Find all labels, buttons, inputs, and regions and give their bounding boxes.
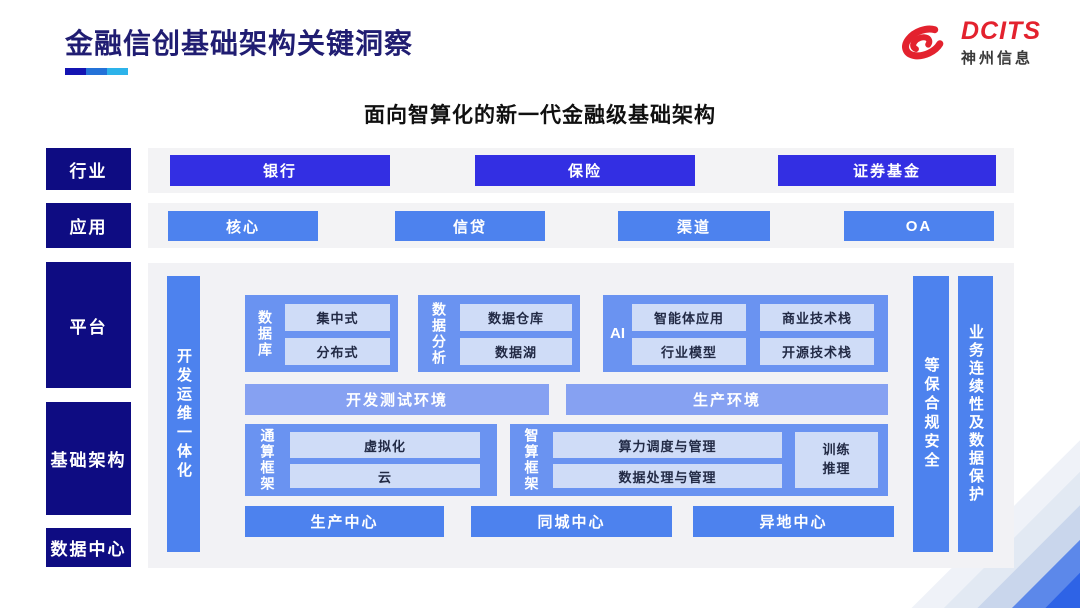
accent-segment-dark	[65, 68, 86, 75]
diagram-title: 面向智算化的新一代金融级基础架构	[364, 104, 716, 127]
center-same-city: 同城中心	[471, 506, 672, 537]
ai-item-industry-model: 行业模型	[632, 338, 746, 365]
database-item-centralized: 集中式	[285, 304, 390, 331]
page-title: 金融信创基础架构关键洞察	[65, 28, 414, 59]
layer-industry: 行业	[46, 148, 131, 190]
layer-platform: 平台	[46, 262, 131, 388]
security-bar-label: 等保合规安全	[922, 357, 940, 471]
layer-application: 应用	[46, 203, 131, 248]
accent-segment-light	[107, 68, 128, 75]
analytics-group: 数据分析 数据仓库 数据湖	[418, 295, 580, 372]
logo-text: DCITS 神州信息	[961, 16, 1041, 68]
devops-bar: 开发运维一体化	[167, 276, 200, 552]
layer-infrastructure: 基础架构	[46, 402, 131, 515]
dcits-logo: DCITS 神州信息	[893, 18, 1041, 68]
database-group: 数据库 集中式 分布式	[245, 295, 398, 372]
logo-brand: DCITS	[961, 16, 1041, 45]
intelligent-framework-label: 智算框架	[523, 428, 540, 492]
title-accent-bar	[65, 68, 128, 75]
intelligent-item-train-inference: 训练 推理	[795, 432, 878, 488]
ai-item-opensource-stack: 开源技术栈	[760, 338, 874, 365]
analytics-item-warehouse: 数据仓库	[460, 304, 572, 331]
industry-item-bank: 银行	[170, 155, 390, 186]
industry-row: 银行 保险 证券基金	[148, 148, 1014, 193]
center-remote: 异地中心	[693, 506, 894, 537]
inference-line: 推理	[822, 461, 851, 476]
application-item-core: 核心	[168, 211, 318, 241]
env-dev-test: 开发测试环境	[245, 384, 549, 415]
database-group-label: 数据库	[257, 309, 273, 358]
analytics-group-label: 数据分析	[431, 301, 447, 366]
train-line: 训练	[822, 442, 851, 458]
analytics-item-lake: 数据湖	[460, 338, 572, 365]
general-item-virtualization: 虚拟化	[290, 432, 480, 458]
ai-item-commercial-stack: 商业技术栈	[760, 304, 874, 331]
intelligent-item-data-processing: 数据处理与管理	[553, 464, 782, 488]
continuity-bar: 业务连续性及数据保护	[958, 276, 993, 552]
ai-group: AI 智能体应用 商业技术栈 行业模型 开源技术栈	[603, 295, 888, 372]
database-item-distributed: 分布式	[285, 338, 390, 365]
security-bar: 等保合规安全	[913, 276, 949, 552]
general-framework-group: 通算框架 虚拟化 云	[245, 424, 497, 496]
general-framework-label: 通算框架	[259, 428, 276, 492]
layer-datacenter: 数据中心	[46, 528, 131, 567]
logo-company: 神州信息	[961, 49, 1034, 67]
application-item-channel: 渠道	[618, 211, 770, 241]
application-item-oa: OA	[844, 211, 994, 241]
platform-panel: 开发运维一体化 等保合规安全 业务连续性及数据保护 数据库 集中式 分布式 数据…	[148, 263, 1014, 568]
industry-item-insurance: 保险	[475, 155, 695, 186]
application-row: 核心 信贷 渠道 OA	[148, 203, 1014, 248]
center-production: 生产中心	[245, 506, 444, 537]
accent-segment-mid	[86, 68, 107, 75]
dcits-swirl-icon	[902, 25, 944, 60]
env-production: 生产环境	[566, 384, 888, 415]
devops-bar-label: 开发运维一体化	[175, 347, 192, 481]
continuity-bar-label: 业务连续性及数据保护	[967, 324, 984, 504]
intelligent-framework-group: 智算框架 算力调度与管理 数据处理与管理 训练 推理	[510, 424, 888, 496]
general-item-cloud: 云	[290, 464, 480, 488]
application-item-credit: 信贷	[395, 211, 545, 241]
intelligent-item-compute-scheduling: 算力调度与管理	[553, 432, 782, 458]
ai-item-agent-app: 智能体应用	[632, 304, 746, 331]
industry-item-securities: 证券基金	[778, 155, 996, 186]
ai-group-label: AI	[610, 325, 625, 342]
